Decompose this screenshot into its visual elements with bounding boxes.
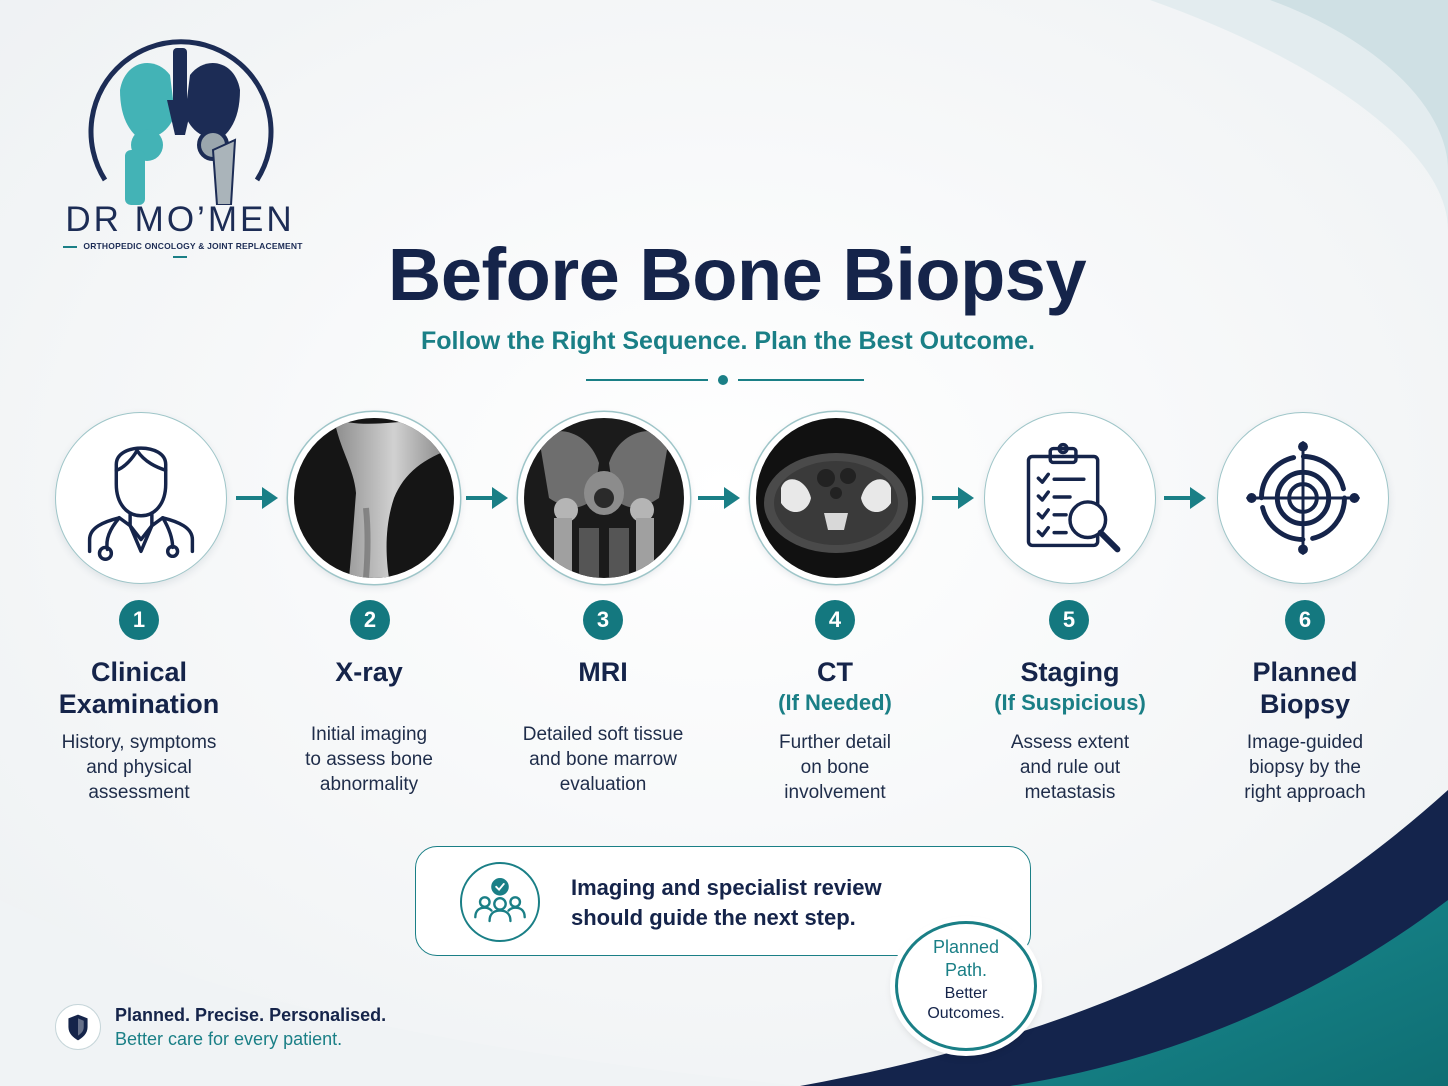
mri-image [524,418,684,578]
note-icon-wrapper [460,862,540,942]
step-2-circle [288,412,460,584]
footer-slogan: Planned. Precise. Personalised. [115,1005,387,1025]
badge-line-1: Planned Path. [932,937,1000,980]
arrow-4-5-icon [932,487,974,509]
step-1-number: 1 [119,600,159,640]
step-2-number: 2 [350,600,390,640]
step-5-circle [984,412,1156,584]
step-6-circle [1217,412,1389,584]
step-6-title: Planned Biopsy [1252,657,1358,719]
step-6-number: 6 [1285,600,1325,640]
step-5-title: Staging [1020,657,1120,687]
xray-image [294,418,454,578]
arrow-5-6-icon [1164,487,1206,509]
step-5-description: Assess extent and rule out metastasis [1010,732,1130,803]
step-3-title: MRI [578,657,628,687]
step-3-number: 3 [583,600,623,640]
step-4-title: CT [817,657,853,687]
shield-icon [68,1014,88,1041]
step-4-number: 4 [815,600,855,640]
page-subtitle: Follow the Right Sequence. Plan the Best… [421,327,1035,355]
step-5-condition: (If Suspicious) [994,690,1146,715]
ct-image [756,418,916,578]
arrow-3-4-icon [698,487,740,509]
step-4-circle [750,412,922,584]
step-1-description: History, symptoms and physical assessmen… [61,732,217,803]
step-1-circle [55,412,227,584]
arrow-2-3-icon [466,487,508,509]
step-3-description: Detailed soft tissue and bone marrow eva… [522,724,684,795]
pelvis-logo-icon [88,39,274,205]
doctor-icon [87,446,195,562]
title-divider [586,375,864,385]
step-2-title: X-ray [335,657,403,687]
brand-logo: DR MO’MEN ORTHOPEDIC ONCOLOGY & JOINT RE… [55,30,305,260]
badge-line-2: Better Outcomes. [927,985,1005,1022]
arrow-1-2-icon [236,487,278,509]
review-note-text: Imaging and specialist review should gui… [571,875,882,930]
step-2-description: Initial imaging to assess bone abnormali… [305,724,433,795]
brand-tagline: ORTHOPEDIC ONCOLOGY & JOINT REPLACEMENT [55,241,305,261]
step-6-description: Image-guided biopsy by the right approac… [1244,732,1366,803]
team-check-icon [474,878,526,923]
step-4-condition: (If Needed) [778,690,892,715]
step-3-circle [518,412,690,584]
clipboard-search-icon [1026,442,1121,553]
step-5-number: 5 [1049,600,1089,640]
target-icon [1246,441,1360,555]
page-title: Before Bone Biopsy [387,233,1087,316]
footer-shield-wrapper [55,1004,101,1050]
footer-subslogan: Better care for every patient. [115,1029,343,1049]
brand-name: DR MO’MEN [65,200,295,239]
planned-path-badge: Planned Path. Better Outcomes. [895,921,1037,1051]
step-4-description: Further detail on bone involvement [779,732,891,803]
step-1-title: Clinical Examination [58,657,220,719]
